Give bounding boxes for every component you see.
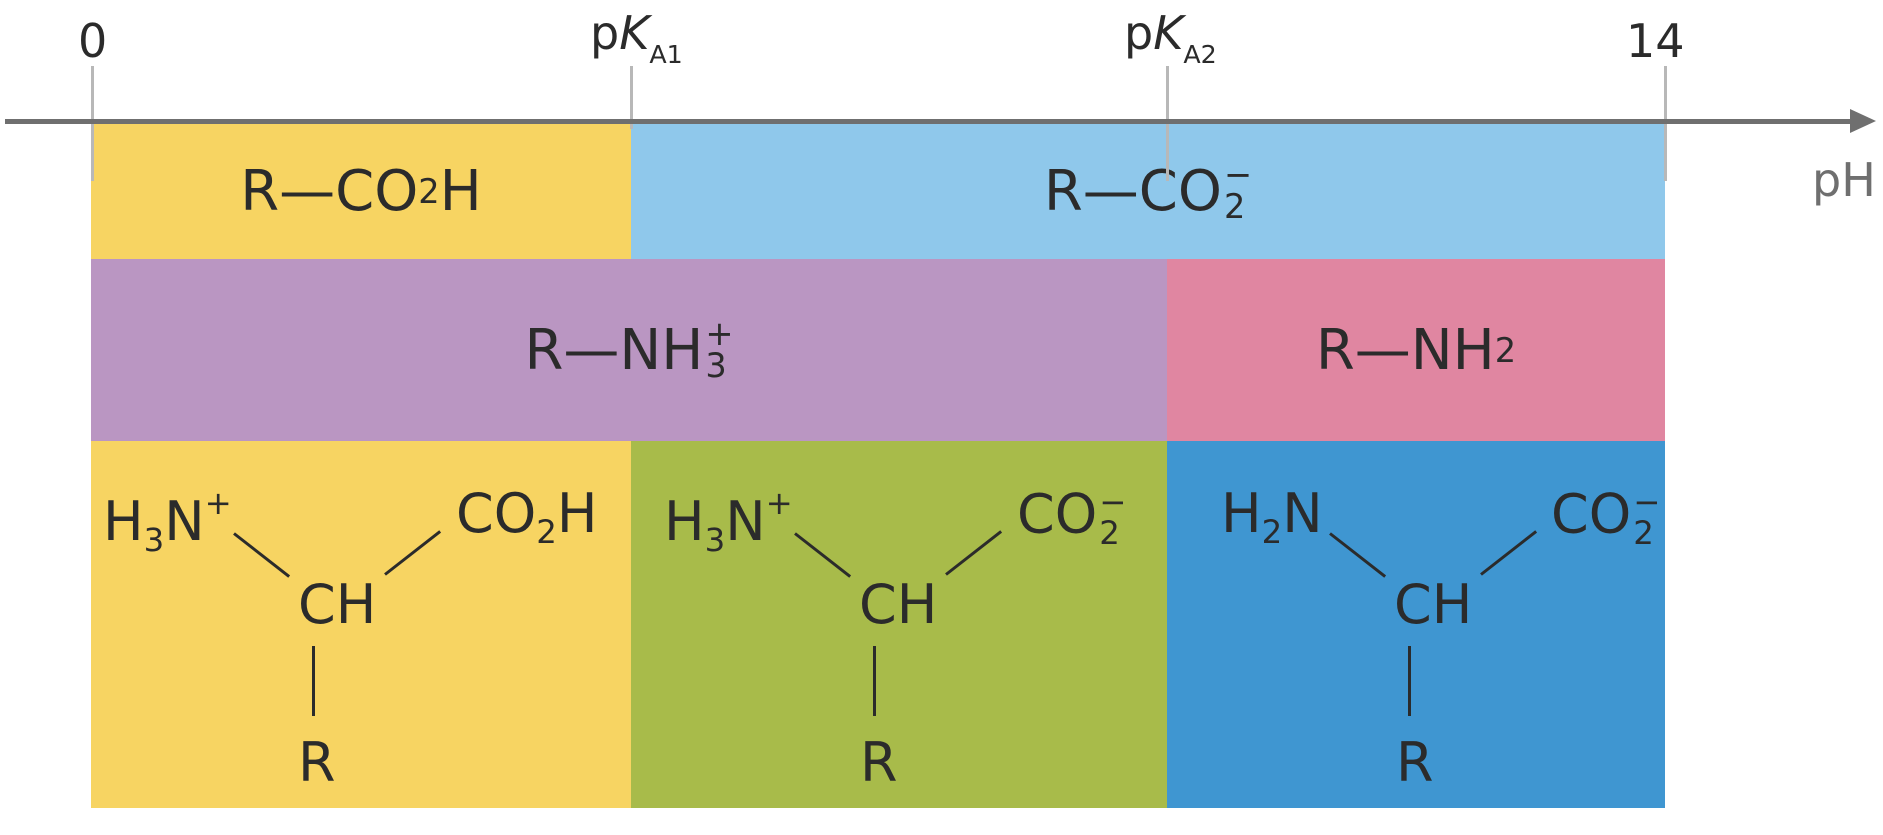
band-carboxylate: R—CO−2 — [631, 123, 1665, 259]
anion-bond-down — [1408, 646, 1411, 716]
anion-side-chain: R — [1396, 731, 1434, 794]
anion-alpha-carbon: CH — [1394, 573, 1473, 636]
panel-zwitterion — [631, 441, 1167, 808]
ph-axis-line — [5, 119, 1855, 124]
tick-label-14: 14 — [1626, 14, 1685, 68]
anion-carboxylate-group: CO−2 — [1551, 482, 1661, 552]
tick-line-pka1 — [630, 66, 633, 129]
cation-side-chain: R — [298, 731, 336, 794]
ph-axis-arrowhead — [1850, 109, 1876, 133]
tick-label-0: 0 — [78, 14, 108, 68]
zwitterion-side-chain: R — [860, 731, 898, 794]
panel-cation — [91, 441, 631, 808]
cation-amino-group: H3N+ — [103, 484, 232, 560]
zwitterion-alpha-carbon: CH — [859, 573, 938, 636]
cation-alpha-carbon: CH — [298, 573, 377, 636]
zwitterion-carboxylate-group: CO−2 — [1017, 482, 1127, 552]
tick-label-pka2: pKA2 — [1124, 6, 1217, 69]
zwitterion-amino-group: H3N+ — [664, 484, 793, 560]
cation-bond-down — [312, 646, 315, 716]
zwitterion-bond-down — [873, 646, 876, 716]
anion-amino-group: H2N — [1221, 482, 1323, 552]
tick-label-pka1: pKA1 — [590, 6, 683, 69]
axis-label-ph: pH — [1812, 153, 1876, 207]
band-ammonium: R—NH+3 — [91, 259, 1167, 441]
cation-carboxyl-group: CO2H — [456, 482, 598, 552]
panel-anion — [1167, 441, 1665, 808]
